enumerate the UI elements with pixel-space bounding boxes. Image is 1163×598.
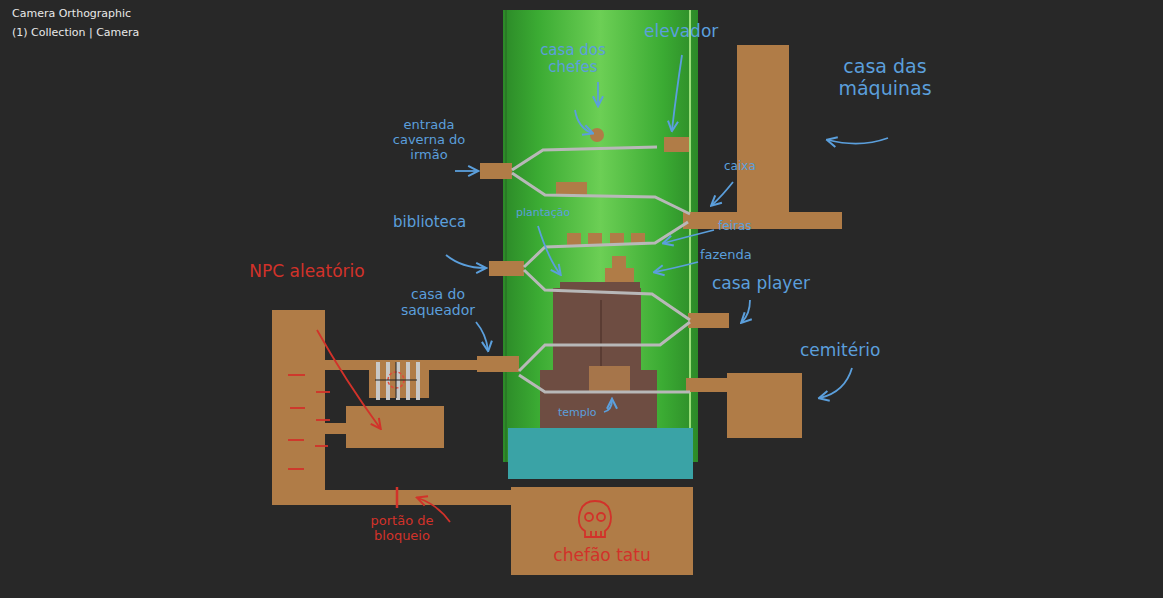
viewport-caption: Camera Orthographic bbox=[12, 8, 131, 21]
left-wing bbox=[272, 310, 519, 505]
annotation: caixa bbox=[724, 160, 756, 174]
annotation: NPC aleatório bbox=[248, 262, 366, 282]
annotation: casa player bbox=[712, 274, 810, 294]
boss-room: chefão tatu bbox=[511, 487, 693, 575]
annotation: entrada caverna do irmão bbox=[383, 118, 475, 163]
annotation: biblioteca bbox=[393, 214, 466, 231]
temple-area: templo bbox=[540, 398, 663, 428]
annotation: elevador bbox=[644, 22, 718, 42]
annotation: feiras bbox=[718, 220, 751, 234]
camera-target bbox=[396, 362, 397, 398]
tree-column bbox=[503, 10, 698, 462]
annotation: plantação bbox=[516, 207, 570, 220]
annotation: portão de bloqueio bbox=[352, 514, 452, 544]
node-label: templo bbox=[558, 406, 663, 419]
boss-house bbox=[590, 128, 604, 142]
annotation: casa das máquinas bbox=[815, 56, 955, 100]
npc-marker bbox=[288, 330, 450, 522]
water bbox=[508, 428, 693, 479]
fence bbox=[378, 362, 418, 400]
annotation: cemitério bbox=[800, 341, 880, 361]
temple bbox=[540, 282, 657, 428]
column-edge bbox=[505, 10, 507, 462]
right-wing bbox=[480, 45, 842, 438]
leader-arrow bbox=[446, 55, 888, 412]
viewport-caption: (1) Collection | Camera bbox=[12, 27, 139, 40]
annotation: casa do saqueador bbox=[386, 286, 490, 318]
annotation: fazenda bbox=[700, 248, 752, 263]
annotation: casa dos chefes bbox=[530, 42, 616, 77]
node-label: chefão tatu bbox=[511, 545, 693, 565]
